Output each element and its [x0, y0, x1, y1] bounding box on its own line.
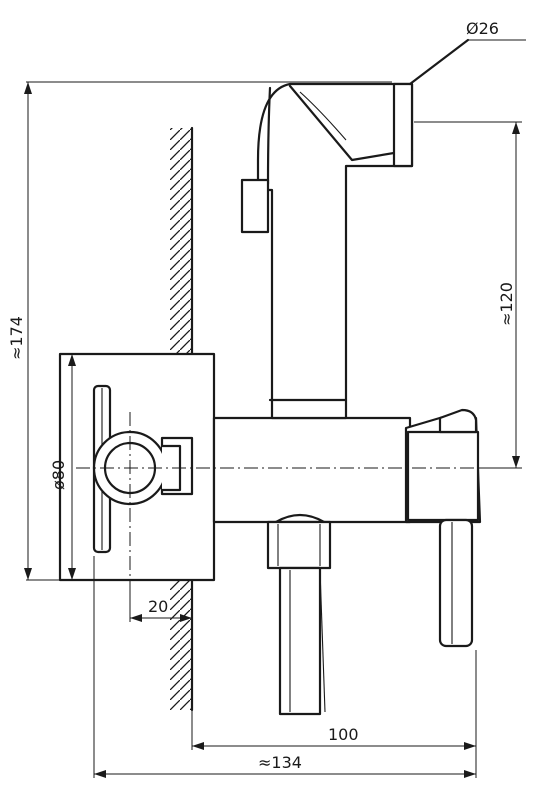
lever-handle	[438, 518, 474, 648]
shower-head	[240, 82, 414, 420]
dimension-plate-diameter: ø80	[49, 353, 76, 580]
dimension-wall-offset: 20	[129, 580, 192, 622]
label-diameter-top: Ø26	[466, 19, 499, 38]
label-total-length: ≈134	[258, 753, 302, 772]
label-wall-offset: 20	[148, 597, 168, 616]
label-spray-height: ≈120	[497, 282, 516, 326]
label-plate-diameter: ø80	[49, 460, 68, 490]
label-body-length: 100	[328, 725, 359, 744]
hose-outlet	[266, 513, 332, 716]
dimension-body-length: 100	[191, 650, 477, 778]
valve-body	[212, 408, 482, 524]
label-total-height: ≈174	[7, 316, 26, 360]
dimension-diameter-top: Ø26	[408, 19, 526, 86]
dimension-total-length: ≈134	[93, 556, 476, 778]
dimension-total-height: ≈174	[7, 81, 392, 581]
dimension-spray-height: ≈120	[414, 121, 522, 469]
